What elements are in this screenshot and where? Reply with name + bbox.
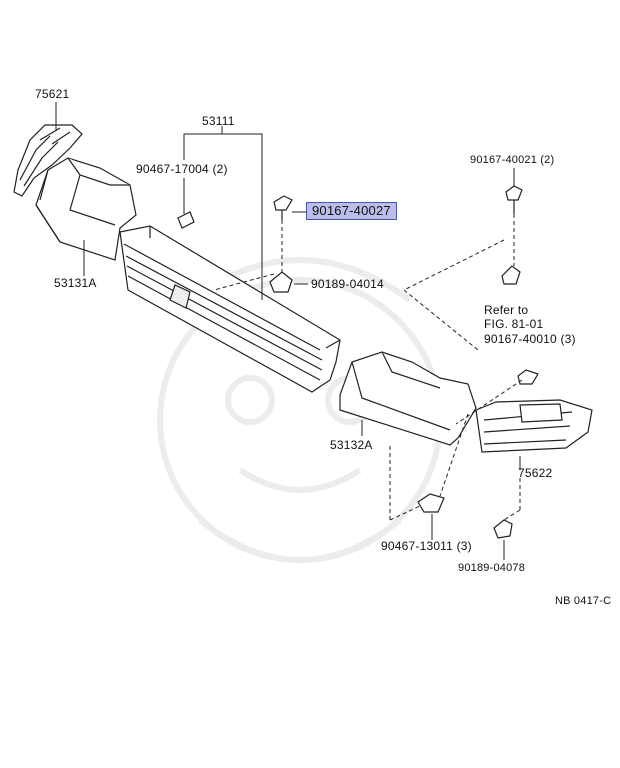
label-90167-40021[interactable]: 90167-40021 (2) xyxy=(470,154,555,166)
grille-53111 xyxy=(119,225,341,393)
retainer-53132a xyxy=(339,351,477,446)
nut-90189-04014 xyxy=(269,271,293,293)
screw-90167-40027 xyxy=(273,195,293,220)
nut-upper-right xyxy=(501,265,521,285)
clip-90467-17004 xyxy=(177,211,195,229)
label-53132a[interactable]: 53132A xyxy=(330,438,373,452)
label-90467-13011[interactable]: 90467-13011 (3) xyxy=(381,539,472,553)
figure-code: NB 0417-C xyxy=(555,595,612,607)
label-90467-17004[interactable]: 90467-17004 (2) xyxy=(136,162,228,176)
label-refer-to: Refer to xyxy=(484,303,529,317)
label-90167-40027[interactable]: 90167-40027 xyxy=(306,202,397,220)
label-fig-81-01[interactable]: FIG. 81-01 xyxy=(484,317,544,331)
garnish-75622 xyxy=(475,399,593,453)
label-90189-04014[interactable]: 90189-04014 xyxy=(311,277,384,291)
screw-90167-40021 xyxy=(505,185,523,214)
garnish-75621 xyxy=(13,124,83,197)
label-53131a[interactable]: 53131A xyxy=(54,276,97,290)
label-53111[interactable]: 53111 xyxy=(202,114,235,128)
retainer-53131a xyxy=(35,157,137,261)
label-75622[interactable]: 75622 xyxy=(518,466,553,480)
nut-90189-04078 xyxy=(493,519,513,539)
screw-90167-40010 xyxy=(517,369,539,385)
label-90189-04078[interactable]: 90189-04078 xyxy=(458,562,526,574)
leader-lines xyxy=(55,102,521,560)
dashed-guides xyxy=(213,214,523,521)
label-90167-40010[interactable]: 90167-40010 (3) xyxy=(484,332,576,346)
clip-90467-13011 xyxy=(417,493,445,513)
label-75621[interactable]: 75621 xyxy=(35,87,70,101)
